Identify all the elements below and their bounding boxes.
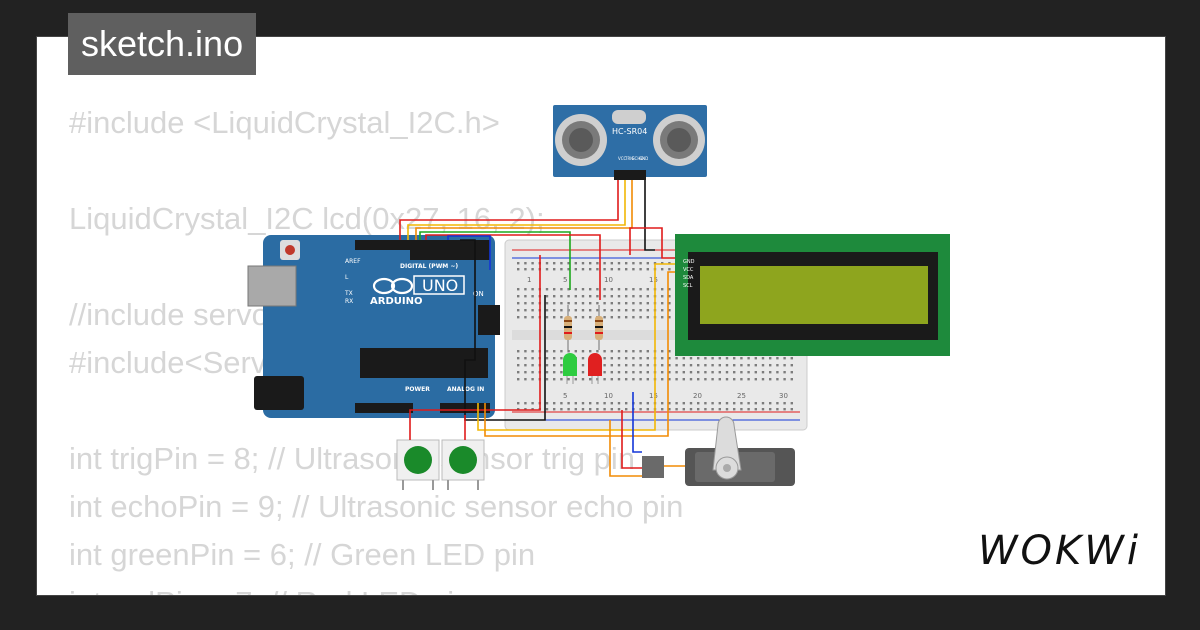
breadboard-col-label: 10: [604, 276, 613, 284]
file-name-tab[interactable]: sketch.ino: [68, 13, 257, 75]
breadboard-col-label: 5: [563, 276, 567, 284]
on-led-label: ON: [473, 290, 484, 298]
green-led[interactable]: [563, 353, 577, 384]
code-line: #include <LiquidCrystal_I2C.h>: [69, 105, 500, 140]
breadboard-col-label: 15: [649, 276, 658, 284]
wokwi-logo: WOKWi: [978, 528, 1141, 574]
sensor-model: HC-SR04: [612, 127, 647, 136]
push-button[interactable]: [441, 439, 485, 490]
wire-red: [621, 410, 642, 469]
wire-black: [460, 239, 546, 421]
breadboard-col-label: 30: [779, 392, 788, 400]
lcd-pin-label: SDA: [683, 275, 694, 281]
sensor-pin-label: TRIG: [624, 156, 635, 161]
sensor-pin-label: ECHO: [632, 156, 643, 161]
code-line: int echoPin = 9; // Ultrasonic sensor ec…: [69, 489, 684, 524]
sensor-pin-label: GND: [639, 156, 648, 161]
wire-red: [409, 255, 541, 440]
code-line: int redPin = 7; // Red LED pin: [69, 579, 683, 595]
lcd-pin-label: SCL: [683, 283, 693, 289]
wire-green: [419, 231, 571, 290]
breadboard-col-label: 20: [693, 392, 702, 400]
code-line: int greenPin = 6; // Green LED pin: [69, 537, 536, 572]
code-line: LiquidCrystal_I2C lcd(0x27, 16, 2);: [69, 201, 545, 236]
red-led[interactable]: [588, 353, 602, 384]
arduino-logo: [372, 277, 414, 295]
wire-yellow: [477, 263, 675, 431]
breadboard-col-label: 10: [604, 392, 613, 400]
digital-pins-label: DIGITAL (PWM ~): [400, 263, 458, 270]
wire-orange: [484, 271, 675, 437]
code-preview: #include <LiquidCrystal_I2C.h> LiquidCrys…: [69, 99, 684, 595]
wire-blue: [632, 392, 642, 453]
wire-red: [629, 227, 675, 259]
breadboard-col-label: 5: [563, 392, 567, 400]
wire-orange: [415, 180, 633, 240]
push-button[interactable]: [396, 439, 440, 490]
code-line: //include servo: [69, 297, 269, 332]
model-label: UNO: [422, 276, 458, 295]
lcd-pin-label: GND: [683, 259, 695, 265]
wire-red: [399, 180, 619, 240]
arduino-uno-board[interactable]: DIGITAL (PWM ~) AREF L TX RX ARDUINO UNO…: [247, 235, 500, 418]
wire-yellow: [407, 180, 626, 240]
resistor[interactable]: [595, 305, 603, 350]
wire-orange: [609, 420, 642, 477]
wire-red: [425, 234, 601, 300]
reset-button[interactable]: [285, 245, 295, 255]
arduino-brand: ARDUINO: [370, 296, 422, 307]
wire-blue: [447, 235, 491, 270]
breadboard-col-label: 15: [649, 392, 658, 400]
power-label: POWER: [405, 386, 430, 393]
lcd-display[interactable]: GND VCC SDA SCL: [675, 234, 950, 356]
sensor-pin-label: VCC: [618, 156, 627, 161]
tx-label: TX: [344, 290, 353, 297]
l-led-label: L: [345, 274, 349, 281]
resistor[interactable]: [564, 305, 572, 350]
breadboard-col-label: 1: [527, 276, 531, 284]
breadboard-col-label: 25: [737, 392, 746, 400]
lcd-pin-label: VCC: [683, 267, 694, 273]
servo-motor[interactable]: [642, 416, 795, 486]
wires: [399, 180, 685, 477]
rx-label: RX: [345, 298, 353, 305]
ultrasonic-sensor[interactable]: HC-SR04 VCC TRIG ECHO GND: [553, 105, 707, 180]
wire-black: [644, 180, 655, 251]
aref-label: AREF: [345, 258, 361, 265]
